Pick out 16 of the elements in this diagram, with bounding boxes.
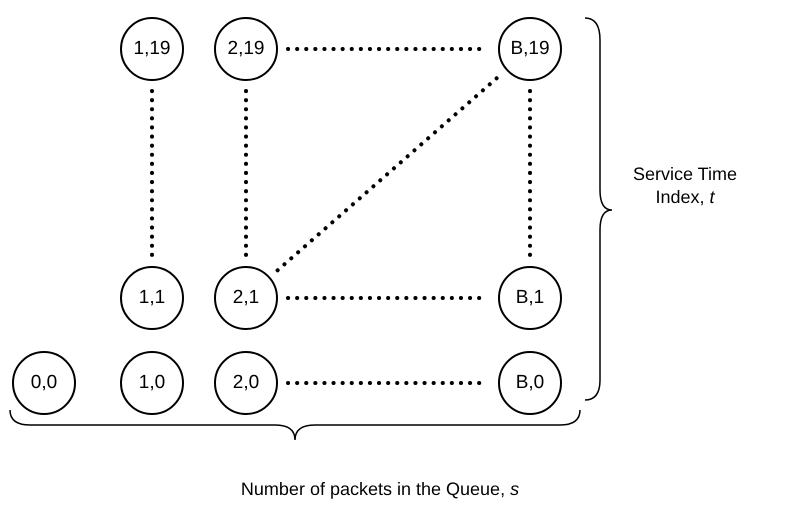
state-label: 1,0 <box>138 372 166 394</box>
dotted-connector <box>528 89 532 258</box>
dotted-connector <box>150 89 154 258</box>
state-label: B,0 <box>516 372 544 394</box>
dotted-connector <box>276 74 500 272</box>
state-label: 2,1 <box>232 287 260 309</box>
axis-label: Number of packets in the Queue, s <box>240 478 520 500</box>
state-label: 0,0 <box>30 372 58 394</box>
axis-label: Service Time Index, t <box>632 163 738 208</box>
dotted-connector <box>244 89 248 258</box>
state-label: 2,19 <box>228 38 264 60</box>
state-label: 2,0 <box>232 372 260 394</box>
state-label: 1,19 <box>134 38 170 60</box>
state-label: B,19 <box>510 38 550 60</box>
state-label: B,1 <box>516 287 544 309</box>
state-label: 1,1 <box>138 287 166 309</box>
